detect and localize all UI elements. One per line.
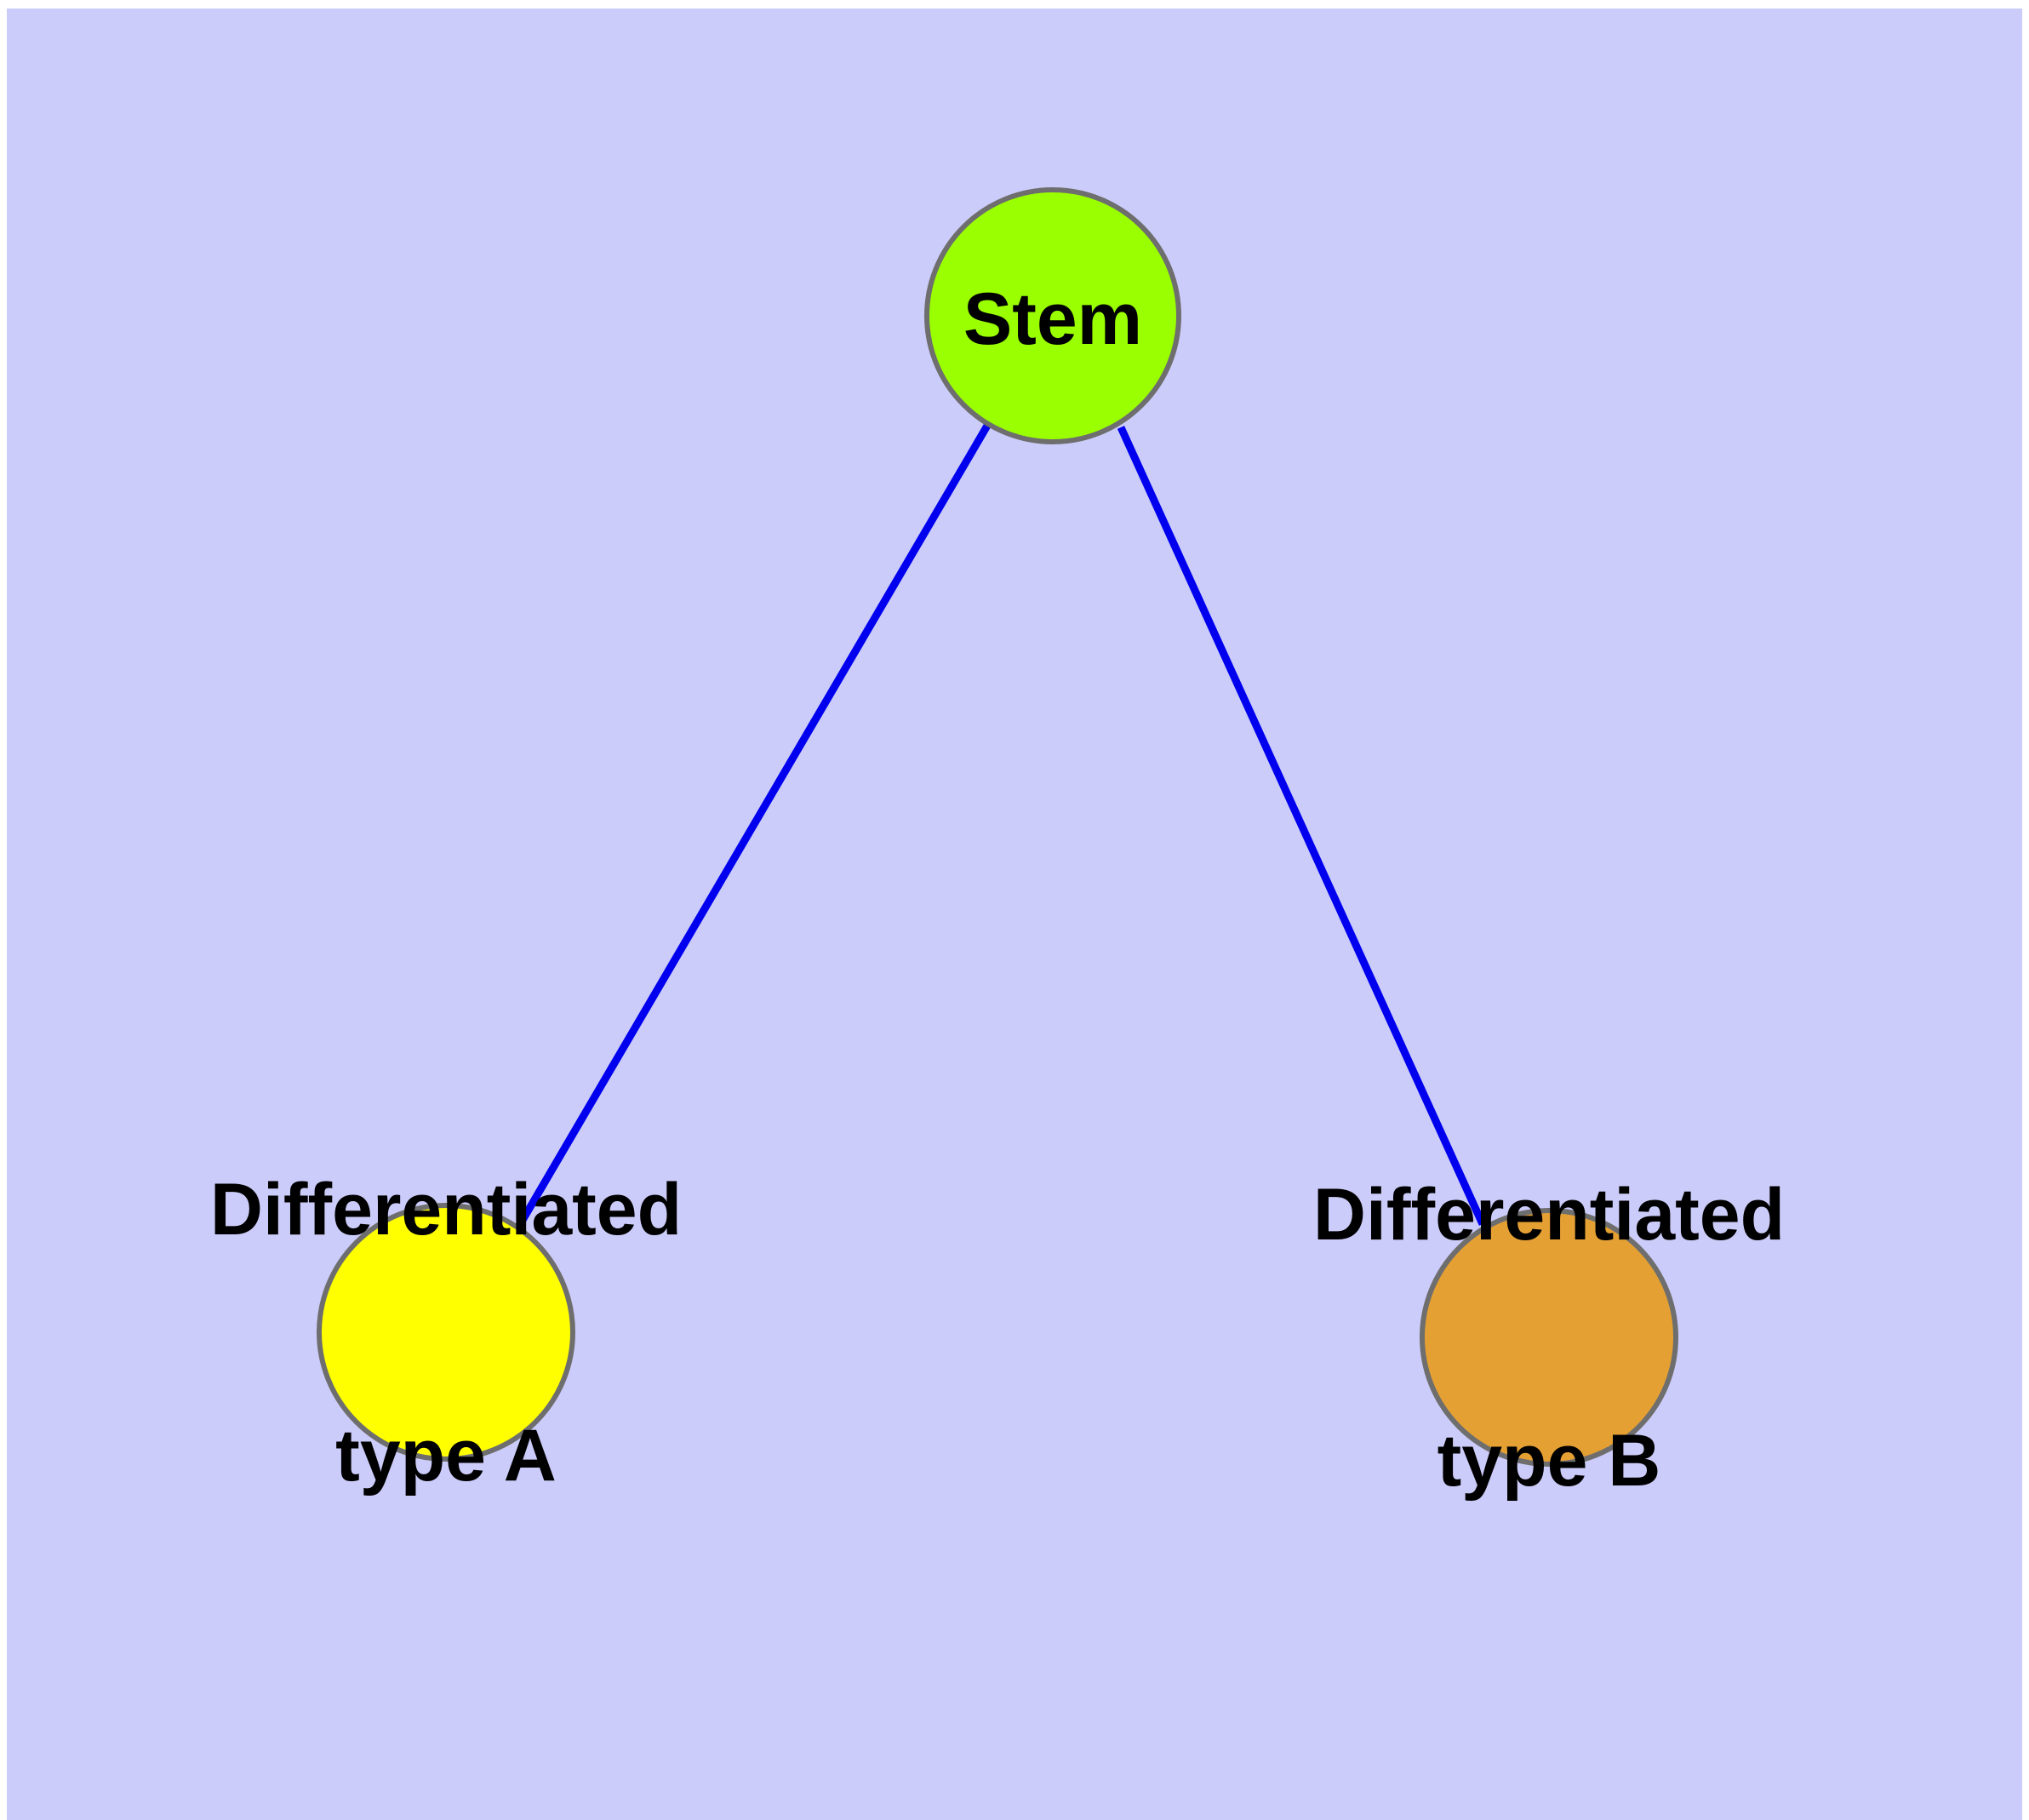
node-layer [317,187,1678,1467]
edge-stem-to-differentiated-type-a [518,423,991,1224]
edge-layer [518,423,1487,1226]
node-differentiated-type-b[interactable] [1420,1208,1678,1467]
edge-stem-to-differentiated-type-b [1117,426,1487,1226]
node-differentiated-type-a[interactable] [317,1203,575,1462]
node-stem[interactable] [924,187,1181,444]
